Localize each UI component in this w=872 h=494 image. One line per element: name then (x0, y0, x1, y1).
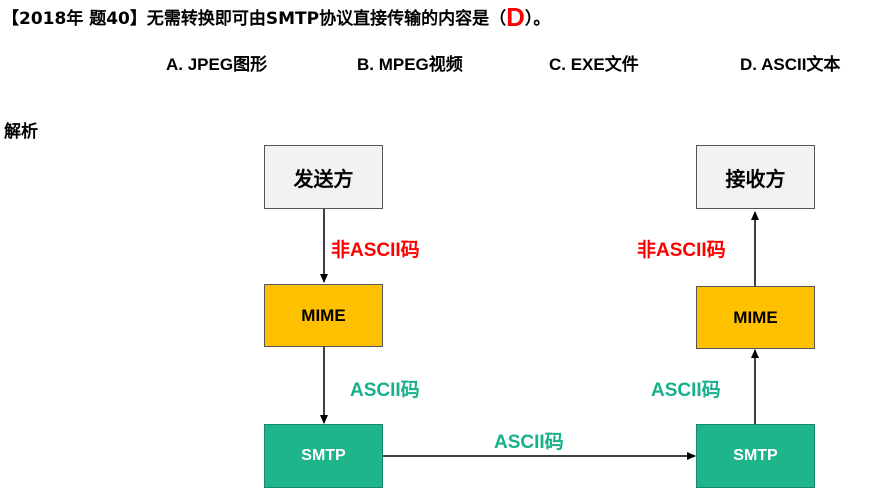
label-non-ascii-left: 非ASCII码 (331, 240, 420, 261)
mime-box-left: MIME (264, 284, 383, 347)
mime-box-right: MIME (696, 286, 815, 349)
smtp-box-right: SMTP (696, 424, 815, 488)
option-b: B. MPEG视频 (357, 55, 463, 74)
option-a: A. JPEG图形 (166, 55, 268, 74)
receiver-box: 接收方 (696, 145, 815, 209)
question-title: 【2018年 题40】无需转换即可由SMTP协议直接传输的内容是（D）。 (2, 4, 550, 32)
label-ascii-left: ASCII码 (350, 380, 420, 401)
question-answer: D (506, 2, 525, 32)
option-d: D. ASCII文本 (740, 55, 841, 74)
section-title: 解析 (4, 122, 38, 142)
label-non-ascii-right: 非ASCII码 (637, 240, 726, 261)
smtp-box-left: SMTP (264, 424, 383, 488)
question-suffix: ）。 (524, 9, 551, 29)
label-ascii-right: ASCII码 (651, 380, 721, 401)
label-ascii-middle: ASCII码 (494, 432, 564, 453)
question-prefix: 【2018年 题40】无需转换即可由SMTP协议直接传输的内容是（ (2, 9, 507, 29)
option-c: C. EXE文件 (549, 55, 639, 74)
sender-box: 发送方 (264, 145, 383, 209)
